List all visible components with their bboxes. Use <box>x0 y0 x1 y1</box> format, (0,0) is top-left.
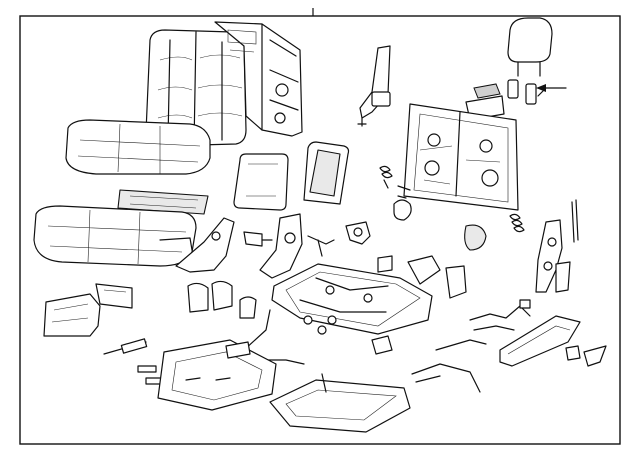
seat-back-cushion <box>145 29 247 147</box>
trim-clip-right <box>565 345 581 361</box>
armrest-bracket <box>95 283 133 309</box>
seat-side-shield-rod <box>571 199 579 243</box>
seat-back-panel-left <box>233 153 289 211</box>
trim-bezel <box>583 345 607 367</box>
seat-belt-retractor <box>357 45 391 127</box>
seat-back-frame <box>214 21 303 137</box>
bracket-small <box>239 296 257 319</box>
seat-back-frame-right <box>397 103 519 211</box>
seat-cushion-pad <box>117 189 209 215</box>
recliner-spring-left <box>379 165 393 189</box>
pivot-cover <box>464 224 487 251</box>
latch-striker <box>307 235 335 257</box>
seat-wiring-harness <box>469 299 531 331</box>
release-lever <box>371 335 393 355</box>
trim-cover-clip <box>393 199 412 221</box>
seat-latch-cable-end <box>377 255 393 273</box>
seat-base-lower-tray <box>269 373 411 433</box>
seat-base-riser <box>157 339 277 411</box>
hinge-bolt <box>243 231 273 247</box>
seat-hinge-bracket-left <box>175 217 235 273</box>
seat-hinge-bracket-center <box>259 213 303 279</box>
bracket-post-right <box>211 280 233 311</box>
frame-bracket-right <box>407 255 467 299</box>
leader-arrow <box>536 84 546 92</box>
seat-cushion-end-cap <box>43 293 101 337</box>
gas-strut <box>103 338 148 355</box>
riser-bracket <box>225 341 251 359</box>
recliner-handle <box>555 261 571 293</box>
bracket-post-left <box>187 282 209 313</box>
recliner-mechanism-right <box>535 219 563 293</box>
seat-cushion-cover <box>65 119 211 175</box>
fastener-set <box>303 315 337 335</box>
seat-latch-assembly <box>345 221 371 245</box>
headrest-guide-sleeves <box>507 79 567 105</box>
seat-side-trim-panel <box>499 315 581 367</box>
headrest <box>507 17 553 77</box>
seat-cushion-frame-lower <box>33 205 197 267</box>
recliner-spring-right <box>509 213 525 233</box>
seat-cushion-frame <box>271 263 433 335</box>
seat-back-panel-right <box>303 141 350 205</box>
diagram-frame <box>19 15 621 445</box>
